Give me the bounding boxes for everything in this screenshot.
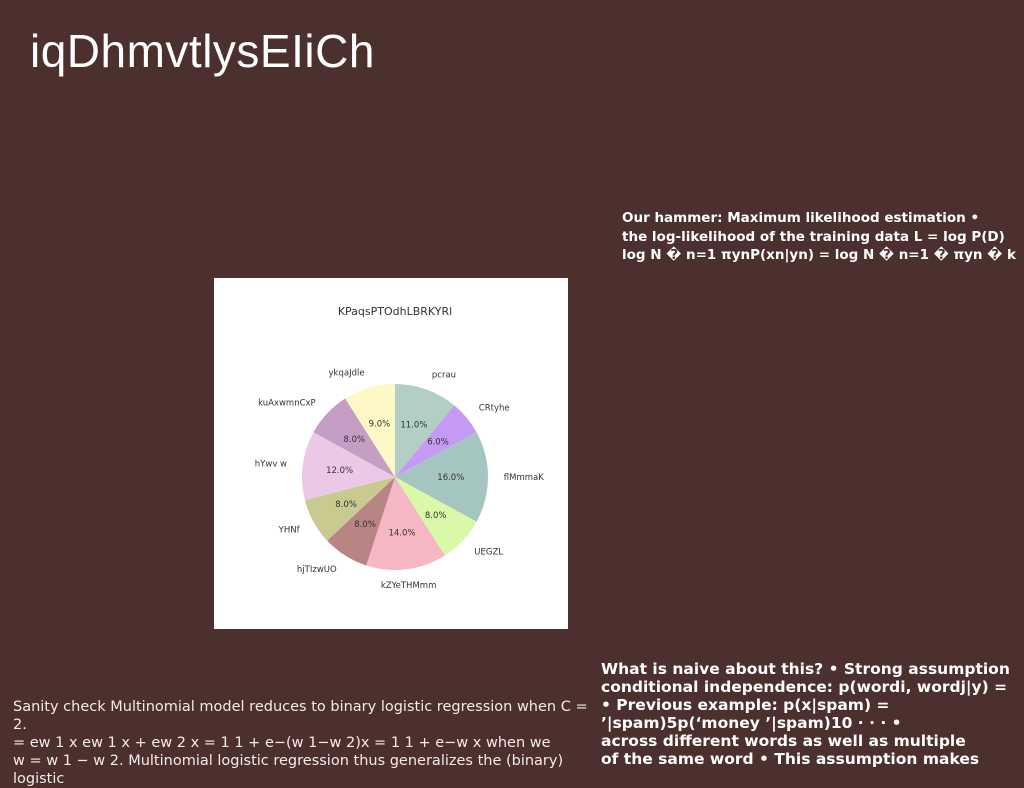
pie-percent-label: 9.0% <box>369 419 391 429</box>
pie-slice-hYwv-w <box>301 432 395 501</box>
pie-percent-label: 16.0% <box>437 473 464 483</box>
pie-category-label: UEGZL <box>474 548 503 558</box>
pie-slice-kZYeTHMmm <box>366 477 445 571</box>
pie-category-label: pcrau <box>432 371 456 381</box>
pie-category-label: ykqaJdle <box>329 369 365 379</box>
pie-slice-CRtyhe <box>395 405 477 477</box>
pie-category-label: kuAxwmnCxP <box>258 399 316 409</box>
pie-slice-UEGZL <box>395 477 477 556</box>
pie-category-label: hjTIzwUO <box>297 565 337 575</box>
pie-slice-ykqaJdle <box>345 384 395 477</box>
pie-slice-hjTIzwUO <box>327 477 395 566</box>
pie-chart-panel: KPaqsPTOdhLBRKYRl 11.0% pcrau 6.0% CRtyhe 16… <box>214 278 568 629</box>
pie-category-label: hYwv w <box>255 459 287 469</box>
pie-percent-label: 8.0% <box>354 520 376 530</box>
pie-slice-pcrau <box>395 384 455 477</box>
text-block-sanity-check: Sanity check Multinomial model reduces t… <box>13 699 588 787</box>
pie-chart: KPaqsPTOdhLBRKYRl 11.0% pcrau 6.0% CRtyhe 16… <box>255 305 544 591</box>
pie-percent-label: 8.0% <box>425 511 447 521</box>
chart-title: KPaqsPTOdhLBRKYRl <box>338 305 452 318</box>
pie-percent-label: 11.0% <box>400 421 427 431</box>
text-block-naive-bayes: What is naive about this? • Strong assum… <box>601 660 1010 768</box>
slide-title: iqDhmvtlysEIiCh <box>30 25 375 77</box>
pie-category-label: CRtyhe <box>479 404 510 414</box>
pie-slice-YHNf <box>304 477 395 541</box>
pie-percent-label: 8.0% <box>343 435 365 445</box>
pie-percent-label: 6.0% <box>427 437 449 447</box>
pie-percent-label: 14.0% <box>388 528 415 538</box>
pie-category-label: flMmmaK <box>504 473 544 483</box>
pie-category-label: kZYeTHMmm <box>381 581 437 591</box>
pie-category-label: YHNf <box>278 525 301 535</box>
pie-slice-kuAxwmnCxP <box>313 398 395 477</box>
pie-percent-label: 12.0% <box>326 466 353 476</box>
pie-slice-flMmmaK <box>395 432 489 522</box>
text-block-mle: Our hammer: Maximum likelihood estimatio… <box>622 210 1016 263</box>
pie-percent-label: 8.0% <box>335 500 357 510</box>
